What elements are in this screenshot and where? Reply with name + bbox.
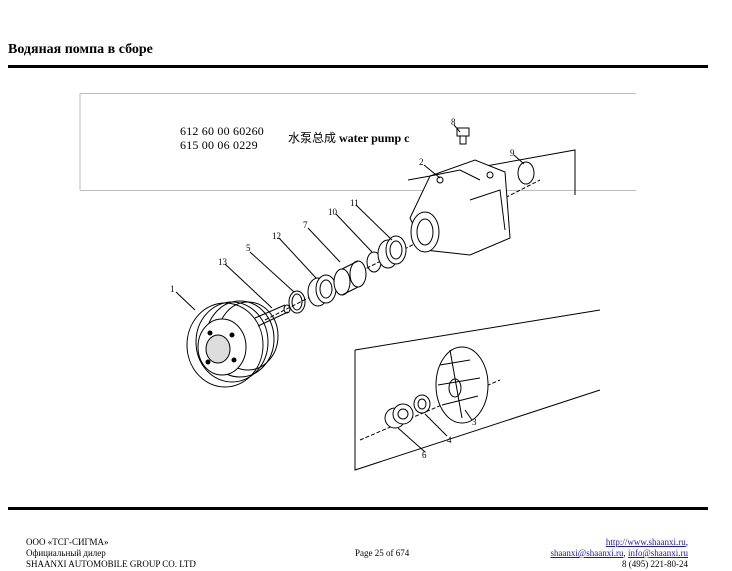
footer-rule bbox=[8, 507, 708, 510]
callout-2: 2 bbox=[419, 157, 424, 167]
pulley bbox=[186, 300, 279, 388]
footer-group: SHAANXI AUTOMOBILE GROUP CO. LTD bbox=[26, 559, 196, 569]
part-number-2: 615 00 06 0229 bbox=[180, 138, 258, 152]
footer-contacts: http://www.shaanxi.ru, shaanxi@shaanxi.r… bbox=[550, 537, 688, 569]
email-link-2[interactable]: info@shaanxi.ru bbox=[627, 548, 688, 558]
callout-8: 8 bbox=[451, 117, 456, 127]
callout-7: 7 bbox=[303, 220, 308, 230]
spacer-sleeve bbox=[333, 260, 367, 296]
header-rule bbox=[8, 65, 708, 68]
callout-6: 6 bbox=[422, 450, 427, 460]
callout-13: 13 bbox=[218, 257, 228, 267]
footer-dealer: Официальный дилер bbox=[26, 548, 106, 558]
seal-ring bbox=[288, 290, 306, 314]
bearing-rear bbox=[377, 235, 407, 269]
callout-12: 12 bbox=[272, 231, 281, 241]
shaft bbox=[254, 304, 291, 327]
frame-line-mid bbox=[80, 190, 636, 191]
drawing-caption: 水泵总成 water pump c bbox=[288, 129, 409, 146]
bearing-front bbox=[307, 274, 337, 307]
callout-1: 1 bbox=[170, 284, 175, 294]
page-counter: Page 25 of 674 bbox=[355, 548, 410, 558]
frame-line-top bbox=[80, 93, 636, 94]
pump-housing bbox=[409, 159, 511, 256]
callout-5: 5 bbox=[246, 243, 251, 253]
footer-phone: 8 (495) 221-80-24 bbox=[622, 559, 688, 569]
footer-company: ООО «ТСГ-СИГМА» bbox=[26, 537, 109, 547]
caption-cn: 水泵总成 bbox=[288, 131, 337, 145]
page-title: Водяная помпа в сборе bbox=[8, 42, 153, 57]
impeller bbox=[435, 346, 489, 424]
callout-4: 4 bbox=[447, 435, 452, 445]
o-ring bbox=[517, 161, 535, 185]
part-number-1: 612 60 00 60260 bbox=[180, 124, 264, 138]
callout-9: 9 bbox=[510, 148, 515, 158]
callout-3: 3 bbox=[472, 417, 477, 427]
callout-11: 11 bbox=[350, 198, 359, 208]
caption-en: water pump c bbox=[339, 131, 410, 145]
shaft-seal bbox=[413, 394, 431, 414]
footer-company-block: ООО «ТСГ-СИГМА» Официальный дилер SHAANX… bbox=[26, 537, 196, 570]
callout-10: 10 bbox=[328, 207, 338, 217]
website-link[interactable]: http://www.shaanxi.ru bbox=[605, 537, 686, 547]
email-link-1[interactable]: shaanxi@shaanxi.ru bbox=[550, 548, 624, 558]
drain-plug bbox=[456, 127, 470, 145]
